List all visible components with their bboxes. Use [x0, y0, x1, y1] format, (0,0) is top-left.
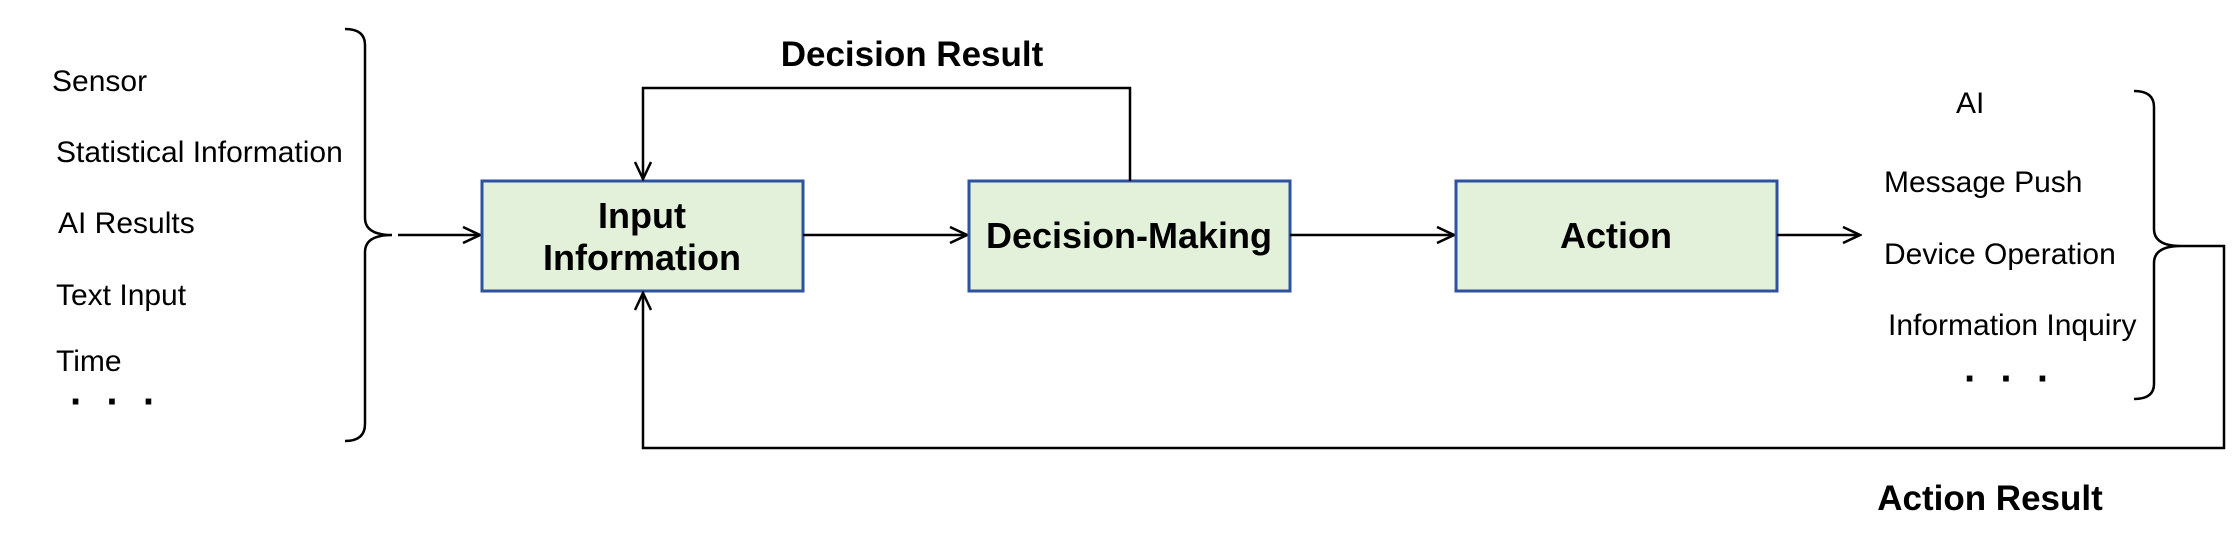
input-brace — [344, 27, 393, 443]
input-item-ai-results: AI Results — [58, 207, 195, 240]
input-item-time: Time — [56, 345, 122, 378]
decision-making-box: Decision-Making — [967, 179, 1292, 293]
output-brace — [2133, 89, 2182, 401]
action-result-label: Action Result — [1877, 479, 2103, 518]
decision-result-feedback-line — [643, 86, 1132, 181]
input-item-statistical-information: Statistical Information — [56, 136, 343, 169]
action-label: Action — [1560, 215, 1672, 256]
output-item-information-inquiry: Information Inquiry — [1888, 309, 2136, 342]
input-information-box: Input Information — [480, 179, 805, 293]
input-item-text-input: Text Input — [56, 279, 187, 312]
input-information-label-line1: Input — [598, 195, 686, 236]
input-information-label-line2: Information — [543, 237, 741, 278]
input-ellipsis: · · · — [70, 380, 162, 424]
output-ellipsis: · · · — [1964, 357, 2056, 401]
decision-making-label: Decision-Making — [986, 215, 1272, 256]
input-item-sensor: Sensor — [52, 65, 147, 98]
output-item-message-push: Message Push — [1884, 166, 2082, 199]
action-box: Action — [1454, 179, 1779, 293]
decision-result-label: Decision Result — [781, 35, 1044, 74]
output-item-device-operation: Device Operation — [1884, 238, 2116, 271]
action-result-feedback-line — [643, 244, 2226, 450]
output-item-ai: AI — [1956, 87, 1984, 120]
